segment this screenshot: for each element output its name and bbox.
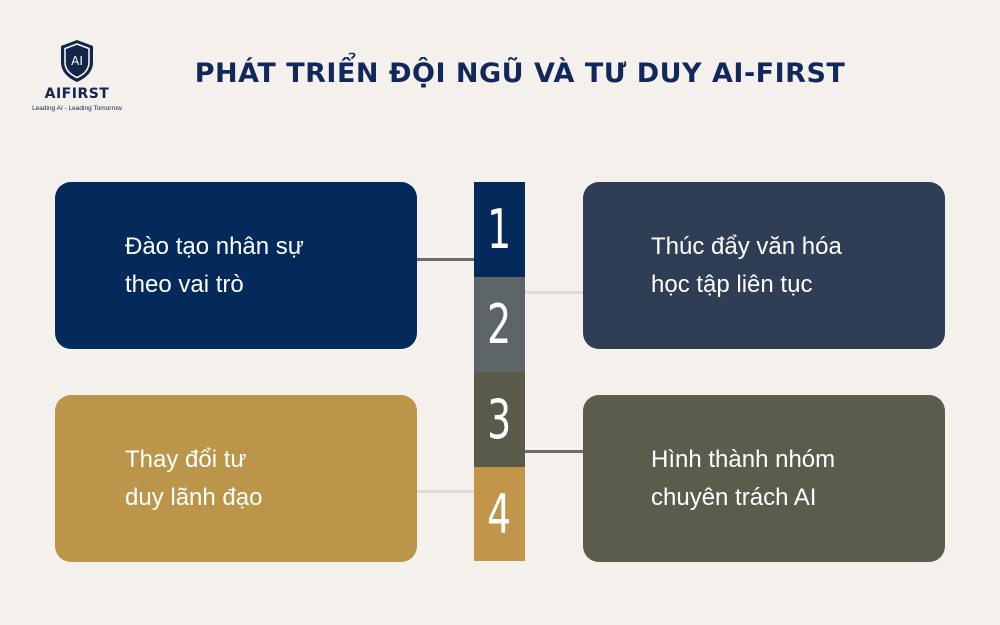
- brand-logo: AI AIFIRST Leading AI - Leading Tomorrow: [22, 38, 132, 112]
- step-number-1: 1: [474, 182, 525, 277]
- step-number-3: 3: [474, 372, 525, 467]
- connector-4: [417, 490, 475, 493]
- step-3-line-2: chuyên trách AI: [651, 483, 817, 511]
- logo-tagline: Leading AI - Leading Tomorrow: [32, 105, 122, 112]
- step-card-3: Hình thành nhóm chuyên trách AI: [583, 395, 945, 562]
- step-card-1: Đào tạo nhân sự theo vai trò: [55, 182, 417, 349]
- connector-1: [417, 258, 475, 261]
- step-number-2-label: 2: [487, 293, 512, 356]
- logo-mark: AI: [71, 54, 83, 68]
- step-4-line-1: Thay đổi tư: [125, 446, 247, 474]
- page-title: PHÁT TRIỂN ĐỘI NGŨ VÀ TƯ DUY AI-FIRST: [194, 58, 846, 89]
- step-number-4: 4: [474, 467, 525, 561]
- step-2-line-1: Thúc đẩy văn hóa: [651, 233, 842, 261]
- step-card-2: Thúc đẩy văn hóa học tập liên tục: [583, 182, 945, 349]
- step-number-4-label: 4: [487, 482, 512, 546]
- step-number-2: 2: [474, 277, 525, 372]
- step-1-line-1: Đào tạo nhân sự: [125, 233, 304, 261]
- step-4-line-2: duy lãnh đạo: [125, 483, 263, 511]
- step-number-1-label: 1: [487, 198, 512, 261]
- step-card-4: Thay đổi tư duy lãnh đạo: [55, 395, 417, 562]
- step-3-line-1: Hình thành nhóm: [651, 446, 836, 474]
- step-2-line-2: học tập liên tục: [651, 270, 813, 298]
- connector-2: [525, 291, 583, 294]
- step-number-3-label: 3: [487, 388, 512, 451]
- step-1-line-2: theo vai trò: [125, 270, 244, 298]
- logo-name: AIFIRST: [44, 86, 110, 102]
- shield-logo-icon: AI: [61, 40, 93, 82]
- connector-3: [525, 450, 583, 453]
